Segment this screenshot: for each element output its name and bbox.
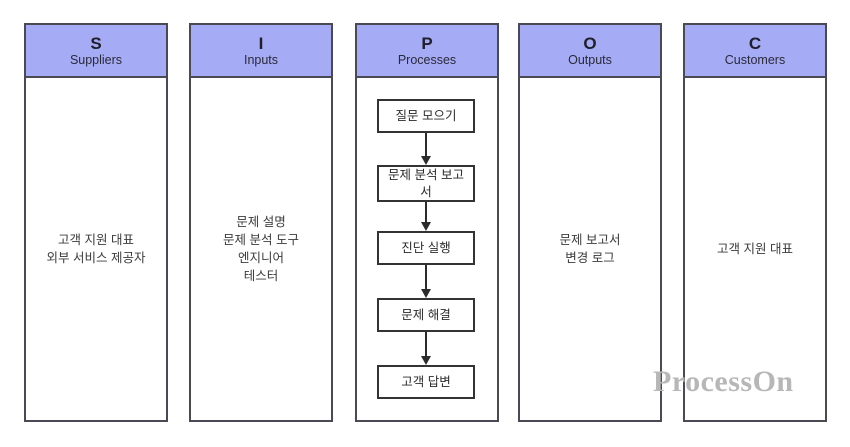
column-body-suppliers: 고객 지원 대표 외부 서비스 제공자 [26,78,166,420]
column-header-inputs[interactable]: I Inputs [189,23,333,78]
process-flow: 질문 모으기 문제 분석 보고서 진단 실행 문제 해결 고객 답변 [355,23,499,422]
sipoc-column-outputs[interactable]: O Outputs 문제 보고서 변경 로그 [518,23,662,422]
column-body-inputs: 문제 설명 문제 분석 도구 엔지니어 테스터 [191,78,331,420]
column-header-suppliers[interactable]: S Suppliers [24,23,168,78]
column-letter-s: S [90,33,102,53]
column-header-customers[interactable]: C Customers [683,23,827,78]
column-letter-i: I [258,33,264,53]
sipoc-column-suppliers[interactable]: S Suppliers 고객 지원 대표 외부 서비스 제공자 [24,23,168,422]
process-step-4[interactable]: 문제 해결 [377,298,475,332]
process-step-1[interactable]: 질문 모으기 [377,99,475,133]
flow-arrow-4 [421,332,431,365]
column-body-outputs: 문제 보고서 변경 로그 [520,78,660,420]
column-text-customers: 고객 지원 대표 [717,242,793,256]
column-text-inputs: 문제 설명 문제 분석 도구 엔지니어 테스터 [223,215,299,283]
column-letter-p: P [421,33,433,53]
column-title-outputs: Outputs [568,52,612,67]
process-step-5[interactable]: 고객 답변 [377,365,475,399]
column-body-customers: 고객 지원 대표 [685,78,825,420]
column-title-processes: Processes [397,52,457,67]
sipoc-column-customers[interactable]: C Customers 고객 지원 대표 [683,23,827,422]
sipoc-column-inputs[interactable]: I Inputs 문제 설명 문제 분석 도구 엔지니어 테스터 [189,23,333,422]
column-header-outputs[interactable]: O Outputs [518,23,662,78]
column-letter-o: O [583,33,597,53]
flow-arrow-1 [421,133,431,165]
column-letter-c: C [748,33,762,53]
process-step-2[interactable]: 문제 분석 보고서 [377,165,475,202]
process-step-3[interactable]: 진단 실행 [377,231,475,265]
flow-arrow-2 [421,202,431,231]
column-title-suppliers: Suppliers [69,52,123,67]
column-text-outputs: 문제 보고서 변경 로그 [559,233,621,265]
column-title-customers: Customers [724,52,786,67]
column-header-processes[interactable]: P Processes [355,23,499,78]
column-text-suppliers: 고객 지원 대표 외부 서비스 제공자 [46,233,146,265]
flow-arrow-3 [421,265,431,298]
column-title-inputs: Inputs [243,52,279,67]
sipoc-column-processes[interactable]: P Processes [355,23,499,422]
